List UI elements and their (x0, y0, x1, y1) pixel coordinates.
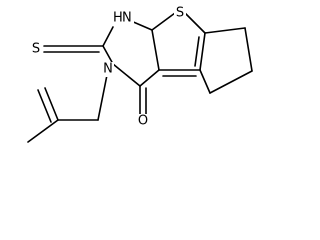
bond-lines (27, 12, 253, 143)
bond-c8a-s (151, 12, 176, 31)
bond-c7a-ch2 (204, 27, 246, 34)
atom-label-carbonyl-oxygen: O (138, 114, 148, 129)
bond-c7a-c3a-double (194, 36, 200, 67)
bond-c-methyl (27, 119, 59, 143)
bond-ch2-ch2-b (209, 70, 253, 94)
bond-nh-c2 (102, 26, 114, 47)
bond-c-ch2-double-b (37, 89, 52, 123)
bond-c4a-c8a (151, 29, 160, 71)
atom-label-h: H (113, 11, 123, 26)
bond-n3-ch2 (97, 74, 108, 121)
atom-label-nh: N (122, 11, 132, 26)
atom-label-thione-sulfur: S (32, 42, 40, 57)
bond-ch2-c3a (199, 69, 211, 94)
bond-c7a-c3a (199, 32, 206, 71)
molecule-structure: H N S S N O (27, 6, 253, 143)
bond-n3-c4 (112, 63, 141, 87)
bond-c2-n3 (102, 45, 114, 65)
atom-label-ring-sulfur: S (176, 6, 184, 21)
atom-label-ring-nitrogen: N (103, 62, 113, 77)
atom-labels: H N S S N O (30, 6, 186, 129)
bond-c4-c4a (139, 69, 160, 87)
bond-c-ch2-double (44, 87, 59, 121)
bond-s-c7a (184, 12, 206, 34)
bond-ch2-ch2 (244, 27, 253, 72)
